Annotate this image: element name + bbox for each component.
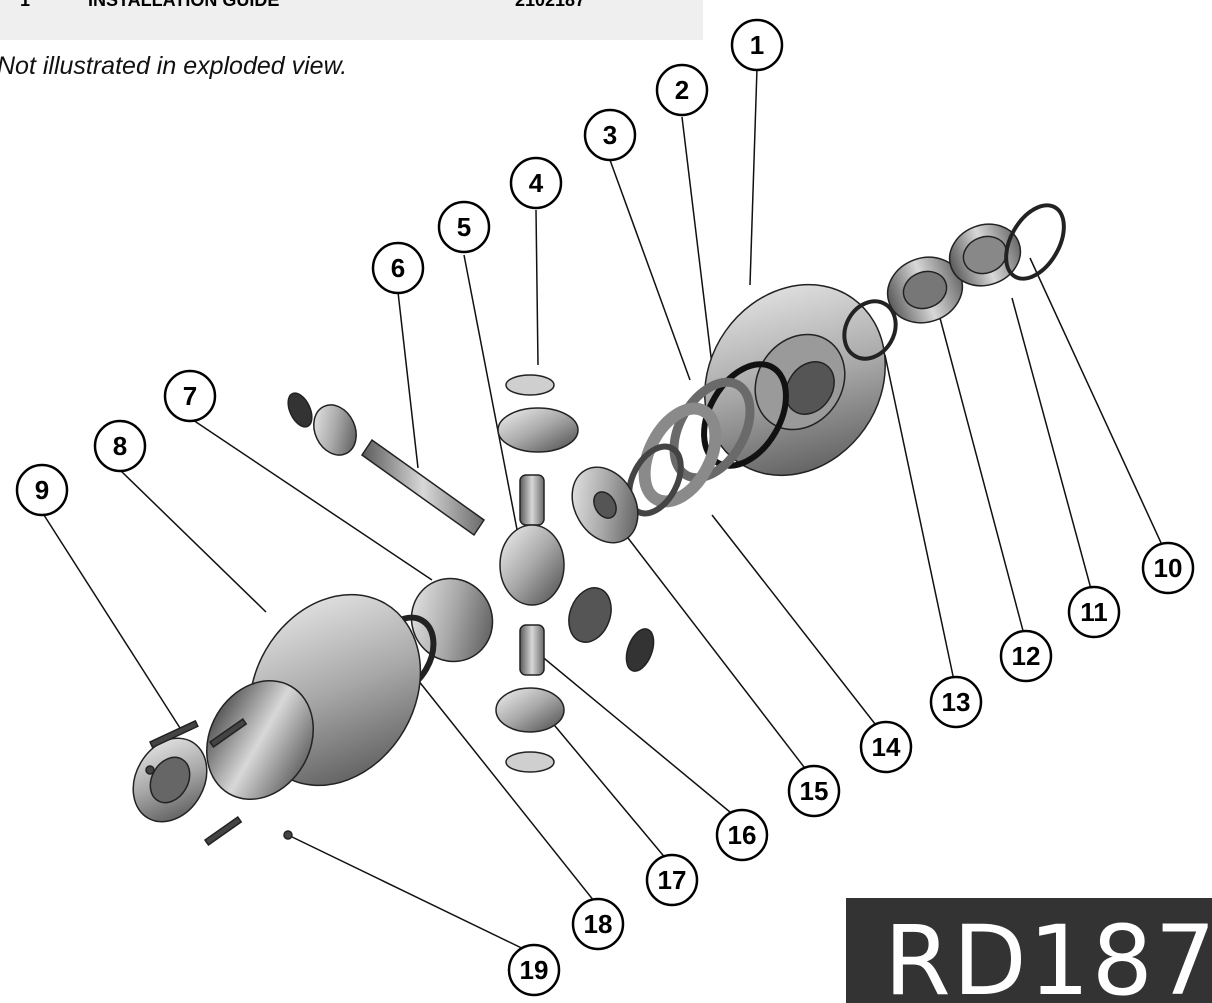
callout-number-19: 19 [520,955,549,985]
callout-number-12: 12 [1012,641,1041,671]
callout-10 [1141,541,1195,595]
model-badge: RD187 [846,898,1212,1003]
callout-number-17: 17 [658,865,687,895]
part-bearing-assembly [842,203,1066,361]
callout-number-1: 1 [750,30,764,60]
part-pinion-gears [495,374,655,773]
callout-2 [655,63,709,117]
callout-number-11: 11 [1080,597,1108,627]
callout-9 [15,463,69,517]
callout-6 [371,241,425,295]
callout-number-10: 10 [1154,553,1183,583]
table-cell-qty: 1 [20,0,31,10]
parts-table-row-background [0,0,703,40]
callout-markers [15,18,1195,997]
parts-table-row: 1 INSTALLATION GUIDE 2102187 [0,0,703,10]
part-bolts [145,718,293,846]
callout-number-15: 15 [800,776,829,806]
callout-14 [859,720,913,774]
callout-13 [929,675,983,729]
callout-number-5: 5 [457,212,471,242]
callout-11 [1067,585,1121,639]
callout-16 [715,808,769,862]
part-pinion-shaft [287,392,486,537]
callout-3 [583,108,637,162]
callout-number-8: 8 [113,431,127,461]
callout-17 [645,853,699,907]
part-side-gear-right [571,466,639,544]
callout-1 [730,18,784,72]
callout-number-16: 16 [728,820,757,850]
callout-number-13: 13 [942,687,971,717]
callout-19 [507,943,561,997]
callout-number-14: 14 [872,732,901,762]
not-illustrated-note: Not illustrated in exploded view. [0,52,348,80]
callout-8 [93,419,147,473]
callout-number-9: 9 [35,475,49,505]
callout-18 [571,897,625,951]
callout-numbers: 1 2 3 4 5 6 7 8 9 10 11 12 13 14 15 16 1… [35,30,1183,985]
callout-number-7: 7 [183,381,197,411]
callout-number-3: 3 [603,120,617,150]
table-cell-part-number: 2102187 [515,0,586,10]
callout-7 [163,369,217,423]
callout-number-18: 18 [584,909,613,939]
callout-15 [787,764,841,818]
callout-5 [437,200,491,254]
table-cell-description: INSTALLATION GUIDE [88,0,280,10]
part-case-housing [132,593,422,823]
callout-number-6: 6 [391,253,405,283]
callout-number-4: 4 [529,168,544,198]
callout-4 [509,156,563,210]
callout-number-2: 2 [675,75,689,105]
callout-12 [999,629,1053,683]
leader-lines [41,67,1169,955]
model-badge-text: RD187 [884,905,1212,1003]
